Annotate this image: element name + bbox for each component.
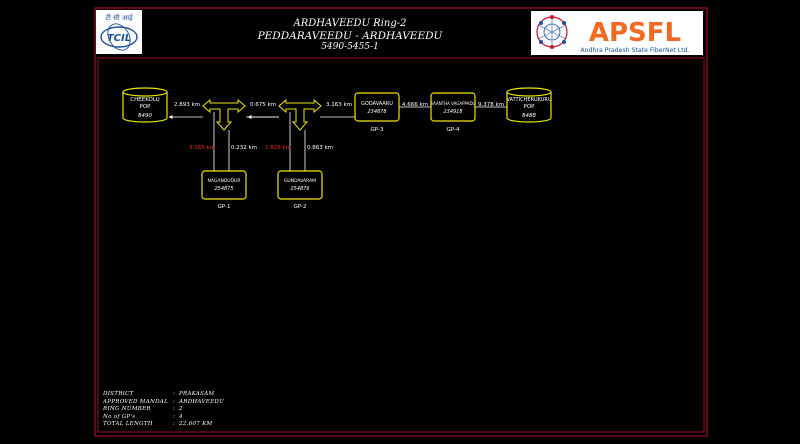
distance-gp1-white: 0.232 km — [231, 145, 257, 151]
gp3-label: GP-3 — [371, 127, 384, 133]
distance-gp1-red: 3.165 km — [189, 145, 215, 151]
info-value: 22.607 KM — [179, 421, 213, 427]
pop-right-name: VATTICHERUKURU — [506, 97, 551, 103]
splice-junction-2 — [278, 98, 322, 131]
apsfl-brand: APSFL — [589, 18, 681, 48]
gp1-code: 254875 — [214, 186, 233, 192]
info-key: DISTRICT — [103, 391, 134, 397]
gp3-name: GODAVAARU — [361, 101, 393, 107]
distance-d3: 3.163 km — [326, 102, 352, 108]
distance-gp2-red: 1.825 km — [265, 145, 291, 151]
info-colon: : — [173, 391, 176, 397]
fiber-links — [168, 106, 507, 171]
gp2-name: GUNDAVARAM — [284, 178, 316, 184]
svg-text:टी सी आई: टी सी आई — [106, 13, 134, 22]
info-colon: : — [173, 413, 176, 420]
apsfl-logo: APSFL Andhra Pradesh State FiberNet Ltd. — [531, 11, 703, 55]
ring-title: ARDHAVEEDU Ring-2 — [293, 18, 407, 29]
info-value: 2 — [179, 406, 183, 412]
gp4-code: 234918 — [443, 109, 462, 115]
info-key: APPROVED MANDAL — [103, 398, 169, 405]
gp4-name: SAANTHA VAGAPPADU — [431, 101, 476, 106]
info-row-gp-count: No of GP's:4 — [103, 414, 224, 422]
info-key: TOTAL LENGTH — [103, 421, 153, 427]
gp2-code: 254876 — [290, 186, 309, 192]
info-colon: : — [173, 398, 176, 405]
gp1-name: NAGANDUDUR — [208, 178, 241, 184]
info-row-mandal: APPROVED MANDAL:ARDHAVEEDU — [103, 399, 224, 407]
pop-right-code: 8488 — [522, 113, 536, 119]
info-colon: : — [173, 406, 176, 412]
gp2-label: GP-2 — [294, 204, 307, 210]
pop-left-name: CHEEKOLU — [130, 97, 159, 103]
gp1-label: GP-1 — [218, 204, 231, 210]
pop-left-code: 8490 — [138, 113, 152, 119]
distance-d1: 2.893 km — [174, 102, 200, 108]
gp-node-nagandudur[interactable]: NAGANDUDUR 254875 — [201, 170, 247, 200]
distance-gp2-white: 0.863 km — [307, 145, 333, 151]
globe-icon — [536, 15, 568, 49]
gp-node-saantha-vagappadu[interactable]: SAANTHA VAGAPPADU 234918 — [430, 92, 476, 122]
info-row-district: DISTRICT:PRAKASAM — [103, 391, 224, 399]
apsfl-tagline: Andhra Pradesh State FiberNet Ltd. — [580, 47, 689, 54]
distance-d4: 4.666 km — [402, 102, 428, 108]
route-title: PEDDARAVEEDU - ARDHAVEEDU — [257, 30, 443, 42]
gp3-code: 234878 — [367, 109, 386, 115]
info-value: PRAKASAM — [179, 391, 215, 397]
pop-left-type: POP — [140, 104, 152, 110]
info-value: ARDHAVEEDU — [179, 398, 225, 405]
distance-d5: 9.378 km — [478, 102, 504, 108]
info-key: No of GP's — [103, 413, 136, 420]
info-colon: : — [173, 421, 176, 427]
info-value: 4 — [179, 413, 183, 420]
info-row-total-length: TOTAL LENGTH:22.607 KM — [103, 421, 224, 429]
ring-code: 5490-5455-1 — [321, 42, 379, 52]
gp4-label: GP-4 — [447, 127, 460, 133]
tcil-logo-text: TCIL — [107, 33, 131, 44]
pop-node-vatticherukuru[interactable]: VATTICHERUKURU POP 8488 — [506, 87, 552, 123]
tcil-logo: टी सी आई TCIL — [96, 10, 142, 54]
pop-right-type: POP — [524, 104, 536, 110]
gp-node-gundavaram[interactable]: GUNDAVARAM 254876 — [277, 170, 323, 200]
distance-d2: 0.675 km — [250, 102, 276, 108]
gp-node-godavaaru[interactable]: GODAVAARU 234878 — [354, 92, 400, 122]
splice-junction-1 — [202, 98, 246, 131]
info-row-ring-number: RING NUMBER:2 — [103, 406, 224, 414]
info-key: RING NUMBER — [103, 406, 151, 412]
ring-info-table: DISTRICT:PRAKASAM APPROVED MANDAL:ARDHAV… — [103, 391, 224, 429]
pop-node-cheekolu[interactable]: CHEEKOLU POP 8490 — [122, 87, 168, 123]
